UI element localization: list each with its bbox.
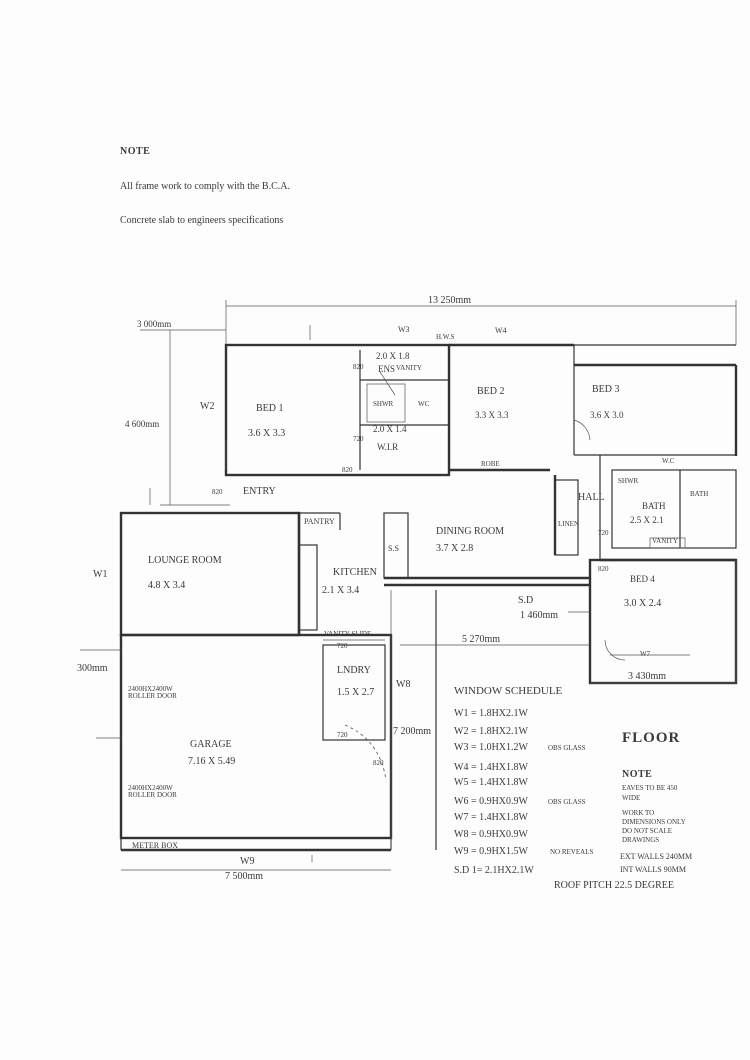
window-schedule-row-note: OBS GLASS <box>548 798 586 806</box>
window-schedule-row-code: W8 = 0.9HX0.9W <box>454 829 528 840</box>
room-bed2-size: 3.3 X 3.3 <box>475 410 509 420</box>
room-bed1-name: BED 1 <box>256 403 284 414</box>
room-bath-size: 2.5 X 2.1 <box>630 515 664 525</box>
label-door-820-a: 820 <box>353 363 364 371</box>
floor-note-work-2: DIMENSIONS ONLY <box>622 818 686 826</box>
label-roller-door-2: 2400HX2400W ROLLER DOOR <box>128 784 177 799</box>
room-kitchen-size: 2.1 X 3.4 <box>322 585 360 596</box>
room-garage-size: 7.16 X 5.49 <box>188 756 236 767</box>
room-garage-name: GARAGE <box>190 739 232 750</box>
dim-overall-width: 13 250mm <box>428 295 472 306</box>
window-schedule-row-code: W3 = 1.0HX1.2W <box>454 742 528 753</box>
label-door-720-c: 720 <box>337 642 348 650</box>
label-bath-tub: BATH <box>690 490 709 498</box>
label-wc-bath: W.C <box>662 457 675 465</box>
label-ss: S.S <box>388 544 399 553</box>
floor-note-title: NOTE <box>622 769 653 780</box>
window-schedule-row-note: OBS GLASS <box>548 744 586 752</box>
window-schedule-row-code: W7 = 1.4HX1.8W <box>454 812 528 823</box>
window-schedule-row-note: NO REVEALS <box>550 848 594 856</box>
room-lounge-size: 4.8 X 3.4 <box>148 580 186 591</box>
label-linen: LINEN <box>558 520 579 528</box>
label-hall: HALL <box>578 492 605 503</box>
label-entry: ENTRY <box>243 486 276 497</box>
label-roller-door-1: 2400HX2400W ROLLER DOOR <box>128 685 177 700</box>
label-door-820-e: 820 <box>373 759 384 767</box>
label-shwr: SHWR <box>373 400 394 408</box>
window-schedule-row-code: W1 = 1.8HX2.1W <box>454 708 528 719</box>
label-w4: W4 <box>495 326 507 335</box>
dim-dining-width: 5 270mm <box>462 634 501 645</box>
label-wc: WC <box>418 400 430 408</box>
label-door-820-b: 820 <box>342 466 353 474</box>
label-shwr-bath: SHWR <box>618 477 639 485</box>
room-dining-size: 3.7 X 2.8 <box>436 543 474 554</box>
floor-note-work-4: DRAWINGS <box>622 836 660 844</box>
label-w1: W1 <box>93 569 108 580</box>
room-bed2-name: BED 2 <box>477 386 505 397</box>
floor-note-eaves: EAVES TO BE 450 <box>622 784 678 792</box>
label-vanity: VANITY <box>396 364 422 372</box>
window-schedule-row-code: W5 = 1.4HX1.8W <box>454 777 528 788</box>
label-door-820-d: 820 <box>598 565 609 573</box>
room-wir-size: 2.0 X 1.4 <box>373 424 407 434</box>
label-sd: S.D <box>518 595 534 606</box>
window-schedule-row-code: W4 = 1.4HX1.8W <box>454 762 528 773</box>
label-door-820-c: 820 <box>212 488 223 496</box>
roof-pitch: ROOF PITCH 22.5 DEGREE <box>554 880 675 891</box>
label-vanity-slide: VANITY SLIDE <box>324 630 372 638</box>
note-line-2: Concrete slab to engineers specification… <box>120 215 284 226</box>
room-lndry-name: LNDRY <box>337 665 371 676</box>
floor-note-work: WORK TO <box>622 809 655 817</box>
window-schedule-title: WINDOW SCHEDULE <box>454 685 563 697</box>
label-door-720-d: 720 <box>337 731 348 739</box>
dim-bed4-width: 3 430mm <box>628 671 667 682</box>
room-bed3-size: 3.6 X 3.0 <box>590 410 624 420</box>
dim-left-offset: 3 000mm <box>137 319 172 329</box>
label-w9: W9 <box>240 856 255 867</box>
floor-note-int-walls: INT WALLS 90MM <box>620 865 686 874</box>
dim-sd-height: 1 460mm <box>520 610 559 621</box>
dim-left-height: 4 600mm <box>125 419 160 429</box>
dim-garage-offset: 300mm <box>77 663 108 674</box>
floor-title: FLOOR <box>622 730 681 746</box>
window-schedule-row-code: W2 = 1.8HX2.1W <box>454 726 528 737</box>
dim-garage-depth: 7 200mm <box>393 726 432 737</box>
room-wir-name: W.I.R <box>377 442 399 452</box>
label-door-720-a: 720 <box>353 435 364 443</box>
room-bath-name: BATH <box>642 501 666 511</box>
room-bed3-name: BED 3 <box>592 384 620 395</box>
room-ens-size: 2.0 X 1.8 <box>376 351 410 361</box>
room-lndry-size: 1.5 X 2.7 <box>337 687 375 698</box>
room-bed4-name: BED 4 <box>630 574 655 584</box>
window-schedule-row-code: W9 = 0.9HX1.5W <box>454 846 528 857</box>
note-title: NOTE <box>120 146 151 157</box>
label-hws: H.W.S <box>436 333 455 341</box>
floor-note-ext-walls: EXT WALLS 240MM <box>620 852 693 861</box>
room-kitchen-name: KITCHEN <box>333 567 377 578</box>
label-w7: W7 <box>640 650 651 658</box>
label-w3: W3 <box>398 325 410 334</box>
label-door-720-b: 720 <box>598 529 609 537</box>
label-w2: W2 <box>200 401 215 412</box>
room-bed1-size: 3.6 X 3.3 <box>248 428 286 439</box>
window-schedule-row-code: W6 = 0.9HX0.9W <box>454 796 528 807</box>
window-schedule-row-code: S.D 1= 2.1HX2.1W <box>454 865 534 876</box>
label-vanity-bath: VANITY <box>652 537 678 545</box>
label-w8: W8 <box>396 679 411 690</box>
floor-note-eaves-2: WIDE <box>622 794 641 802</box>
room-dining-name: DINING ROOM <box>436 526 505 537</box>
note-line-1: All frame work to comply with the B.C.A. <box>120 181 290 192</box>
label-meter-box: METER BOX <box>132 841 178 850</box>
label-robe: ROBE <box>481 460 500 468</box>
room-ens-name: ENS <box>378 364 396 374</box>
label-pantry: PANTRY <box>304 517 335 526</box>
floor-note-work-3: DO NOT SCALE <box>622 827 673 835</box>
room-bed4-size: 3.0 X 2.4 <box>624 598 662 609</box>
room-lounge-name: LOUNGE ROOM <box>148 555 222 566</box>
dim-garage-width: 7 500mm <box>225 871 264 882</box>
